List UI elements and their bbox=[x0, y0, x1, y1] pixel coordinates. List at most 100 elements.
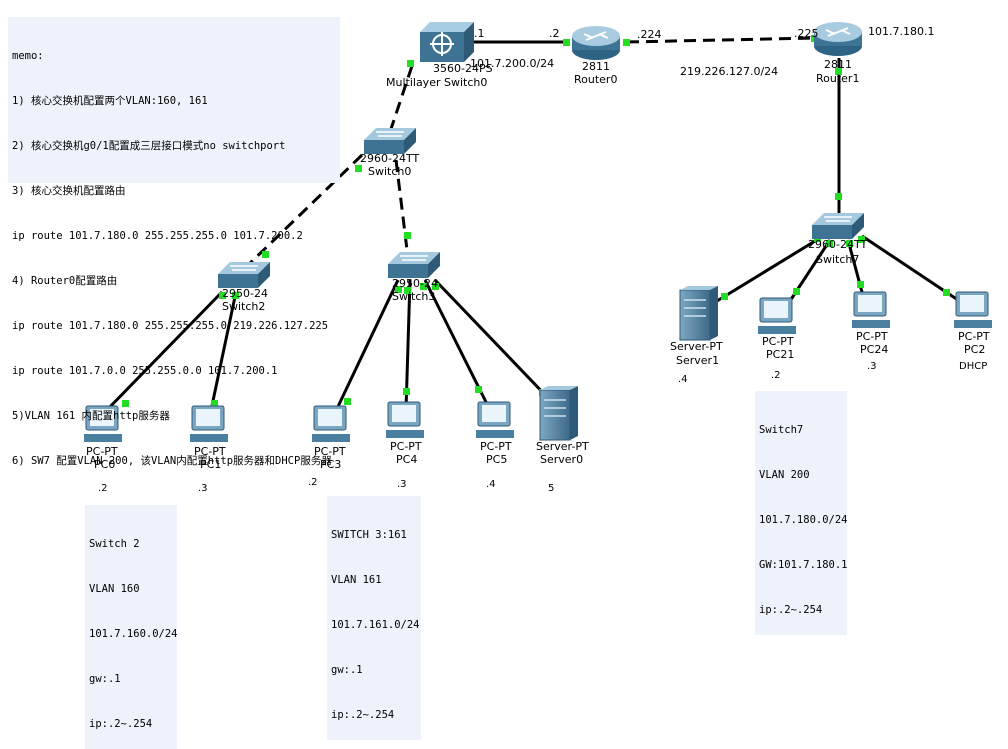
memo-note: memo: 1) 核心交换机配置两个VLAN:160, 161 2) 核心交换机… bbox=[8, 17, 340, 467]
pc3-model-label: PC-PT bbox=[314, 445, 346, 458]
server1-icon[interactable] bbox=[679, 286, 718, 341]
switch0-name-label: Switch0 bbox=[368, 165, 411, 178]
pc3-icon[interactable] bbox=[312, 405, 350, 442]
pc21-ip-label: .2 bbox=[771, 370, 781, 381]
switch7-note: Switch7 VLAN 200 101.7.180.0/24 GW:101.7… bbox=[755, 391, 848, 635]
pc4-icon[interactable] bbox=[386, 401, 424, 438]
pc3-name-label: PC3 bbox=[320, 458, 341, 471]
pc2-name-label: PC2 bbox=[964, 343, 985, 356]
switch0-icon[interactable] bbox=[364, 128, 416, 154]
memo-line: 1) 核心交换机配置两个VLAN:160, 161 bbox=[12, 95, 208, 107]
router1-left-port-label: .225 bbox=[794, 27, 819, 40]
mls-port-label: .1 bbox=[474, 27, 485, 40]
memo-line: ip route 101.7.0.0 255.255.0.0 101.7.200… bbox=[12, 365, 278, 377]
switch3-name-label: Switch3 bbox=[392, 290, 435, 303]
switch7-name-label: Switch7 bbox=[816, 253, 859, 266]
pc4-ip-label: .3 bbox=[397, 479, 407, 490]
memo-line: 4) Router0配置路由 bbox=[12, 275, 118, 287]
note-line: ip:.2~.254 bbox=[759, 604, 823, 616]
link-switch0-switch3 bbox=[394, 159, 410, 259]
link-switch7-pc2 bbox=[861, 234, 959, 302]
link-switch3-server0 bbox=[433, 278, 552, 402]
switch3-note: SWITCH 3:161 VLAN 161 101.7.161.0/24 gw:… bbox=[327, 496, 421, 740]
pc2-icon[interactable] bbox=[954, 291, 992, 328]
link-mls-switch0 bbox=[388, 65, 414, 133]
link-router0-router1 bbox=[626, 36, 816, 44]
pc24-name-label: PC24 bbox=[860, 343, 888, 356]
pc1-ip-label: .3 bbox=[198, 483, 208, 494]
pc21-name-label: PC21 bbox=[766, 348, 794, 361]
memo-line: ip route 101.7.180.0 255.255.255.0 219.2… bbox=[12, 320, 329, 332]
pc5-model-label: PC-PT bbox=[480, 440, 512, 453]
link-labels: .1 .2 101.7.200.0/24 .224 .225 219.226.1… bbox=[470, 25, 934, 78]
note-line: VLAN 200 bbox=[759, 469, 810, 481]
note-line: ip:.2~.254 bbox=[89, 718, 153, 730]
pc0-ip-label: .2 bbox=[98, 483, 108, 494]
device-labels: 3560-24PS Multilayer Switch0 2811 Router… bbox=[86, 58, 990, 494]
switch2-model-label: 2950-24 bbox=[222, 287, 268, 300]
memo-line: 6) SW7 配置VLAN 200, 该VLAN内配置http服务器和DHCP服… bbox=[12, 455, 332, 467]
note-line: SWITCH 3:161 bbox=[331, 529, 407, 541]
switch3-icon[interactable] bbox=[388, 252, 440, 278]
pc1-icon[interactable] bbox=[190, 405, 228, 442]
net-219-label: 219.226.127.0/24 bbox=[680, 65, 778, 78]
switch2-icon[interactable] bbox=[218, 262, 270, 288]
pc21-model-label: PC-PT bbox=[762, 335, 794, 348]
link-switch7-server1 bbox=[711, 236, 821, 306]
link-switch0-switch2 bbox=[243, 153, 364, 270]
pc0-icon[interactable] bbox=[84, 405, 122, 442]
note-line: VLAN 160 bbox=[89, 583, 140, 595]
server1-name-label: Server1 bbox=[676, 354, 719, 367]
note-line: 101.7.161.0/24 bbox=[331, 619, 420, 631]
note-line: ip:.2~.254 bbox=[331, 709, 395, 721]
note-line: Switch 2 bbox=[89, 538, 140, 550]
pc21-icon[interactable] bbox=[758, 297, 796, 334]
server1-model-label: Server-PT bbox=[670, 340, 723, 353]
server0-ip-label: 5 bbox=[548, 483, 554, 494]
note-line: GW:101.7.180.1 bbox=[759, 559, 848, 571]
pc5-name-label: PC5 bbox=[486, 453, 507, 466]
switch7-model-label: 2960-24TT bbox=[808, 238, 867, 251]
memo-line: 2) 核心交换机g0/1配置成三层接口模式no switchport bbox=[12, 140, 286, 152]
multilayer-switch-icon[interactable] bbox=[420, 22, 474, 62]
pc24-model-label: PC-PT bbox=[856, 330, 888, 343]
router0-right-port-label: .224 bbox=[637, 28, 662, 41]
router1-model-label: 2811 bbox=[824, 58, 852, 71]
server0-icon[interactable] bbox=[539, 386, 578, 441]
pc3-ip-label: .2 bbox=[308, 477, 318, 488]
pc1-model-label: PC-PT bbox=[194, 445, 226, 458]
memo-line: ip route 101.7.180.0 255.255.255.0 101.7… bbox=[12, 230, 303, 242]
router0-name-label: Router0 bbox=[574, 73, 617, 86]
memo-line: memo: bbox=[12, 50, 44, 62]
mls-name-label: Multilayer Switch0 bbox=[386, 76, 487, 89]
memo-line: 5)VLAN 161 内配置http服务器 bbox=[12, 410, 170, 422]
switch7-icon[interactable] bbox=[812, 213, 864, 239]
switch2-note: Switch 2 VLAN 160 101.7.160.0/24 gw:.1 i… bbox=[85, 505, 178, 749]
pc4-model-label: PC-PT bbox=[390, 440, 422, 453]
pc24-ip-label: .3 bbox=[867, 361, 877, 372]
note-line: 101.7.180.0/24 bbox=[759, 514, 848, 526]
server0-model-label: Server-PT bbox=[536, 440, 589, 453]
router1-name-label: Router1 bbox=[816, 72, 859, 85]
router1-icon[interactable] bbox=[814, 22, 862, 56]
pc24-icon[interactable] bbox=[852, 291, 890, 328]
mls-model-label: 3560-24PS bbox=[433, 62, 493, 75]
pc2-model-label: PC-PT bbox=[958, 330, 990, 343]
pc4-name-label: PC4 bbox=[396, 453, 417, 466]
note-line: Switch7 bbox=[759, 424, 804, 436]
router1-ip-label: 101.7.180.1 bbox=[868, 25, 934, 38]
router0-left-port-label: .2 bbox=[549, 27, 560, 40]
server0-name-label: Server0 bbox=[540, 453, 583, 466]
link-switch2-pc0 bbox=[100, 290, 224, 417]
memo-line: 3) 核心交换机配置路由 bbox=[12, 185, 126, 197]
router0-icon[interactable] bbox=[572, 26, 620, 60]
switch3-model-label: 2950-24 bbox=[392, 277, 438, 290]
pc5-ip-label: .4 bbox=[486, 479, 496, 490]
pc0-name-label: PC0 bbox=[94, 458, 115, 471]
note-line: VLAN 161 bbox=[331, 574, 382, 586]
pc5-icon[interactable] bbox=[476, 401, 514, 438]
router0-model-label: 2811 bbox=[582, 60, 610, 73]
link-switch3-pc3 bbox=[332, 279, 400, 416]
pc0-model-label: PC-PT bbox=[86, 445, 118, 458]
pc2-ip-label: DHCP bbox=[959, 361, 987, 372]
